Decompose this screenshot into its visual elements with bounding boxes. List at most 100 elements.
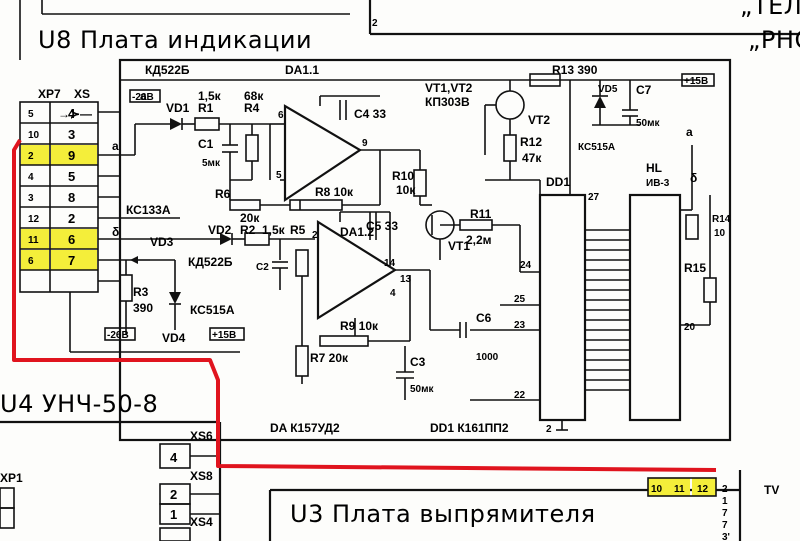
r6-value: 20к	[240, 211, 260, 225]
p15b-top: +15B	[684, 76, 708, 87]
vd4-label: VD4	[162, 331, 186, 345]
vd1-label: VD1	[166, 101, 190, 115]
r4-label: R4	[244, 101, 260, 115]
dd1-label: DD1	[546, 175, 570, 189]
xp-pin-3: 3	[28, 193, 34, 204]
svg-text:6: 6	[278, 110, 284, 121]
node-b-right: δ	[690, 171, 697, 185]
svg-text:27: 27	[588, 192, 600, 203]
r4-value: 68к	[244, 89, 264, 103]
xs-pin-8: 8	[68, 190, 75, 205]
xs-pin-3: 3	[68, 127, 75, 142]
c1-label: C1	[198, 137, 214, 151]
r8-label: R8 10к	[315, 185, 354, 199]
xp-pin-11-highlight	[21, 250, 49, 270]
r13-label: R13 390	[552, 63, 598, 77]
xp7-label: XP7	[38, 87, 61, 101]
vd5-label: VD5	[598, 84, 618, 95]
c7-label: C7	[636, 83, 652, 97]
dd-note: DD1 К161ПП2	[430, 421, 509, 435]
m26b-top: -26B	[132, 92, 154, 103]
tv-pin-10: 10	[651, 484, 663, 495]
c3-label: C3	[410, 355, 426, 369]
m26b-bot: -26B	[107, 330, 129, 341]
xs4-label: XS4	[190, 515, 213, 529]
r3-label: R3	[133, 285, 149, 299]
top-rail	[119, 79, 700, 112]
svg-text:2: 2	[312, 230, 318, 241]
tv-right-pin-4: 3'	[722, 532, 730, 541]
r1-value: 1,5к	[198, 89, 222, 103]
u4-title: U4 УНЧ-50-8	[0, 390, 158, 418]
xs6-pin: 4	[170, 450, 178, 465]
tv-pin-12: 12	[697, 484, 709, 495]
r6-label: R6	[215, 187, 231, 201]
tv-pin-block	[647, 477, 717, 497]
r9-label: R9 10к	[340, 319, 379, 333]
xs-pin-2: 2	[68, 211, 75, 226]
c6-value: 1000	[476, 352, 499, 363]
vd2-label: VD2	[208, 223, 232, 237]
u8-board-outline	[118, 58, 732, 442]
r11-label: R11	[470, 207, 492, 221]
dd1-chip	[470, 193, 630, 431]
c3-value: 50мк	[410, 384, 435, 395]
svg-text:5: 5	[276, 170, 282, 181]
r5-label: R5	[290, 223, 306, 237]
xs-pin-6: 6	[68, 232, 75, 247]
svg-text:24: 24	[520, 260, 532, 271]
xs5-label: XS	[74, 87, 90, 101]
xp-pin-6: 6	[28, 256, 34, 267]
vt2-stage	[484, 73, 640, 195]
r1-label: R1	[198, 101, 214, 115]
da-note: DA К157УД2	[270, 421, 340, 435]
svg-text:9: 9	[362, 138, 368, 149]
da11-label: DA1.1	[285, 63, 319, 77]
r10-label: R10	[392, 169, 414, 183]
svg-text:23: 23	[514, 320, 526, 331]
tv-right-pin-1: 1	[722, 496, 728, 507]
header-rno: „РНО	[748, 26, 800, 54]
vd3-label: VD3	[150, 235, 174, 249]
svg-text:22: 22	[514, 390, 526, 401]
hl-value: ИВ-3	[646, 178, 670, 189]
node-b: δ	[112, 225, 119, 239]
r10-value: 10к	[396, 183, 416, 197]
kc515a-top: КС515А	[578, 142, 615, 153]
c5-label: C5 33	[366, 219, 398, 233]
connector-xp7-xs5: XP7 XS →≻—	[19, 87, 99, 293]
svg-text:4: 4	[390, 288, 396, 299]
c1-value: 5мк	[202, 158, 221, 169]
xs8-pin-2: 2	[170, 487, 177, 502]
kd5226-lower: КД522Б	[188, 255, 233, 269]
r2-label: R2	[240, 223, 256, 237]
tv-right-pin-2: 7	[722, 508, 728, 519]
kp303-label: КП303В	[425, 95, 470, 109]
r11-value: 2,2м	[466, 233, 492, 247]
xs-pin-6-highlight	[51, 250, 97, 270]
input-a-chain	[170, 117, 290, 211]
tv-right-pin-0: 2	[722, 484, 728, 495]
c6-label: C6	[476, 311, 492, 325]
r2-value: 1,5к	[262, 223, 286, 237]
xs-pin-9: 9	[68, 148, 75, 163]
xs-pin-5: 5	[68, 169, 75, 184]
xs-pin-7: 7	[68, 253, 75, 268]
opamp-da11	[280, 95, 420, 211]
tv-right-pin-3: 7	[722, 520, 728, 531]
tv-label: TV	[764, 483, 779, 497]
da12-label: DA1.2	[340, 225, 374, 239]
u3-title: U3 Плата выпрямителя	[290, 500, 596, 528]
xs-pin-3-highlight	[51, 145, 97, 165]
opamp-da12	[295, 211, 467, 400]
kd5226-label: КД522Б	[145, 63, 190, 77]
c4-label: C4 33	[354, 107, 386, 121]
svg-text:2: 2	[546, 424, 552, 435]
vt2-label: VT2	[528, 113, 550, 127]
xp-pin-10: 10	[28, 130, 40, 141]
xp-pin-5: 5	[28, 109, 34, 120]
